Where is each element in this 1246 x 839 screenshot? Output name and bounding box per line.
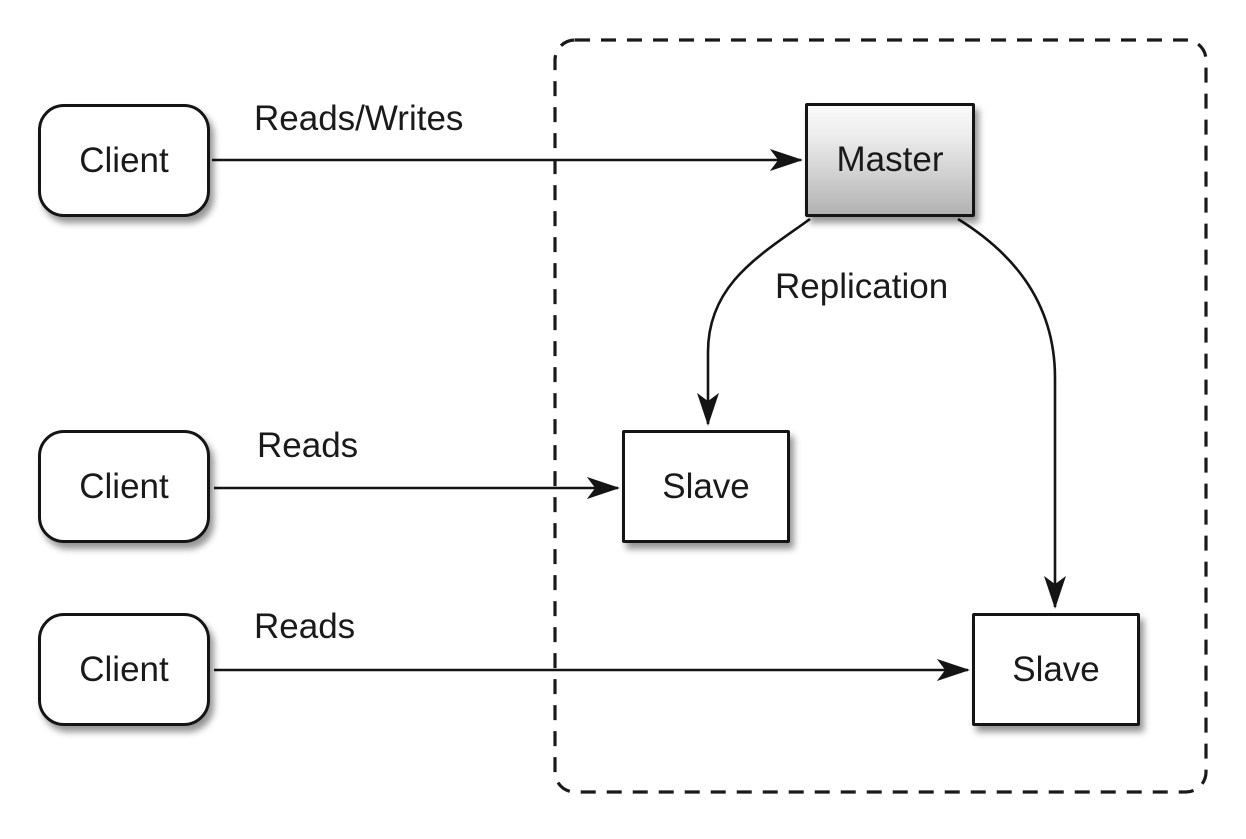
edge-label-reads-bottom: Reads: [254, 607, 356, 646]
node-client-bottom: Client: [38, 613, 210, 726]
node-slave-left-label: Slave: [662, 466, 750, 506]
node-client-middle-label: Client: [79, 466, 169, 506]
edge-replication-left-curve: [697, 217, 811, 426]
edge-replication-right-curve: [957, 217, 1066, 609]
node-slave-right-label: Slave: [1012, 649, 1100, 689]
edge-label-reads-middle: Reads: [257, 426, 359, 465]
node-slave-right: Slave: [972, 613, 1140, 726]
node-client-top-label: Client: [79, 140, 169, 180]
cluster-dashed-border: [553, 38, 1208, 794]
node-slave-left: Slave: [622, 430, 790, 543]
edge-label-replication: Replication: [775, 267, 949, 306]
node-master: Master: [805, 103, 975, 217]
node-client-middle: Client: [38, 430, 210, 543]
node-master-label: Master: [836, 140, 944, 179]
node-client-bottom-label: Client: [79, 649, 169, 689]
node-client-top: Client: [38, 104, 210, 217]
edge-label-reads-writes: Reads/Writes: [254, 99, 464, 138]
